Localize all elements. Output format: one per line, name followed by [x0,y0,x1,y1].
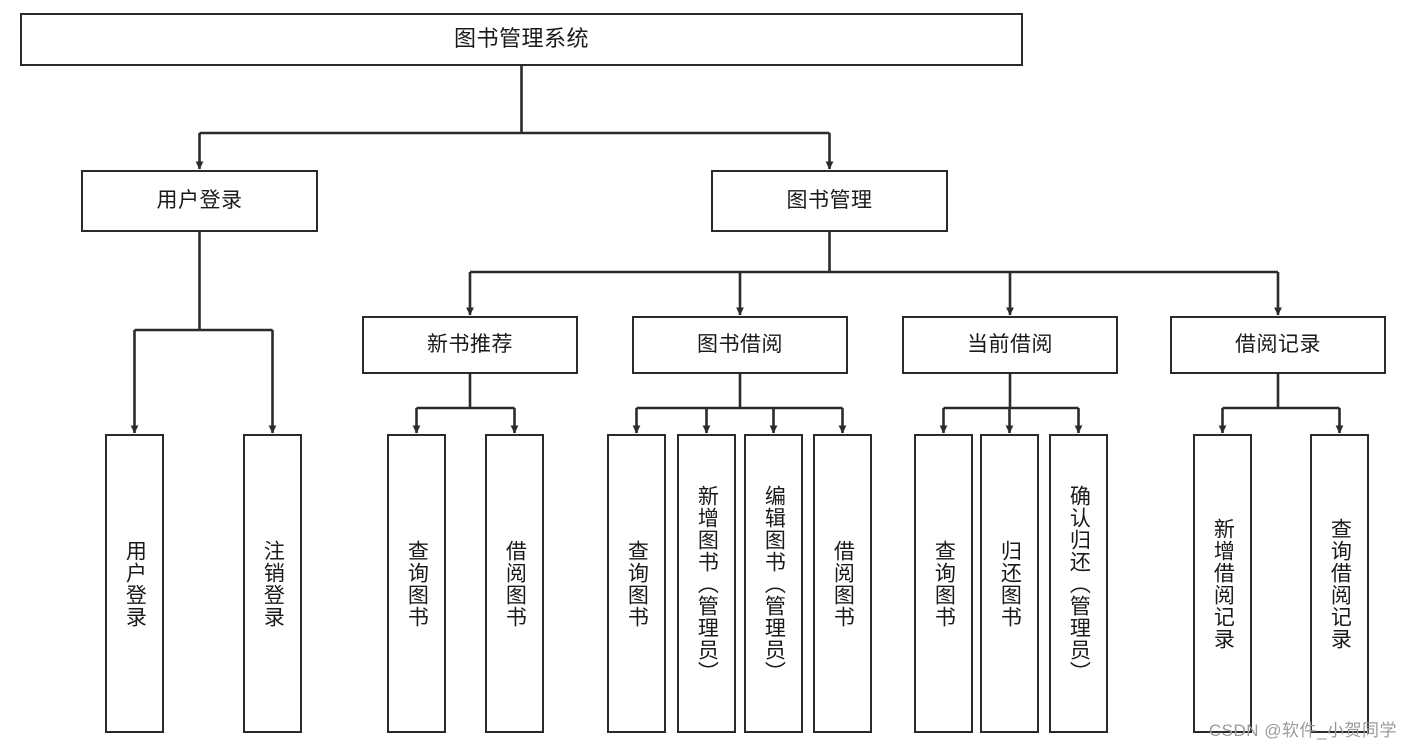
node-label-leaf-borrow-book-1: 借阅图书 [503,539,527,628]
node-label-leaf-borrow-book-2: 借阅图书 [831,539,855,628]
node-leaf-confirm-return[interactable]: 确认归还（管理员） [1049,434,1108,733]
node-book-borrow[interactable]: 图书借阅 [632,316,848,374]
node-label-leaf-confirm-return: 确认归还（管理员） [1067,484,1091,683]
node-user-login[interactable]: 用户登录 [81,170,318,232]
node-leaf-add-book[interactable]: 新增图书（管理员） [677,434,736,733]
node-label-book-borrow: 图书借阅 [697,333,783,357]
node-new-book-recommend[interactable]: 新书推荐 [362,316,578,374]
node-leaf-add-record[interactable]: 新增借阅记录 [1193,434,1252,733]
node-book-manage[interactable]: 图书管理 [711,170,948,232]
node-label-user-login: 用户登录 [156,189,243,213]
node-label-leaf-query-book-2: 查询图书 [625,539,649,628]
node-label-root: 图书管理系统 [453,26,589,52]
node-label-leaf-query-book-1: 查询图书 [405,539,429,628]
node-label-leaf-query-record: 查询借阅记录 [1328,517,1352,650]
node-leaf-query-book-1[interactable]: 查询图书 [387,434,446,733]
node-leaf-query-book-3[interactable]: 查询图书 [914,434,973,733]
node-label-leaf-query-book-3: 查询图书 [932,539,956,628]
node-label-leaf-add-record: 新增借阅记录 [1211,517,1235,650]
node-leaf-user-login[interactable]: 用户登录 [105,434,164,733]
node-leaf-edit-book[interactable]: 编辑图书（管理员） [744,434,803,733]
node-leaf-return-book[interactable]: 归还图书 [980,434,1039,733]
node-leaf-borrow-book-1[interactable]: 借阅图书 [485,434,544,733]
node-label-new-book-recommend: 新书推荐 [427,333,513,357]
node-current-borrow[interactable]: 当前借阅 [902,316,1118,374]
node-leaf-logout[interactable]: 注销登录 [243,434,302,733]
node-label-borrow-record: 借阅记录 [1235,333,1321,357]
node-leaf-query-book-2[interactable]: 查询图书 [607,434,666,733]
node-borrow-record[interactable]: 借阅记录 [1170,316,1386,374]
node-label-current-borrow: 当前借阅 [967,333,1053,357]
node-label-leaf-return-book: 归还图书 [998,539,1022,628]
node-label-leaf-user-login: 用户登录 [123,539,147,628]
node-label-book-manage: 图书管理 [786,189,873,213]
node-label-leaf-logout: 注销登录 [261,539,285,628]
node-leaf-query-record[interactable]: 查询借阅记录 [1310,434,1369,733]
node-label-leaf-add-book: 新增图书（管理员） [695,484,719,683]
node-label-leaf-edit-book: 编辑图书（管理员） [762,484,786,683]
node-leaf-borrow-book-2[interactable]: 借阅图书 [813,434,872,733]
node-root-system[interactable]: 图书管理系统 [20,13,1023,66]
